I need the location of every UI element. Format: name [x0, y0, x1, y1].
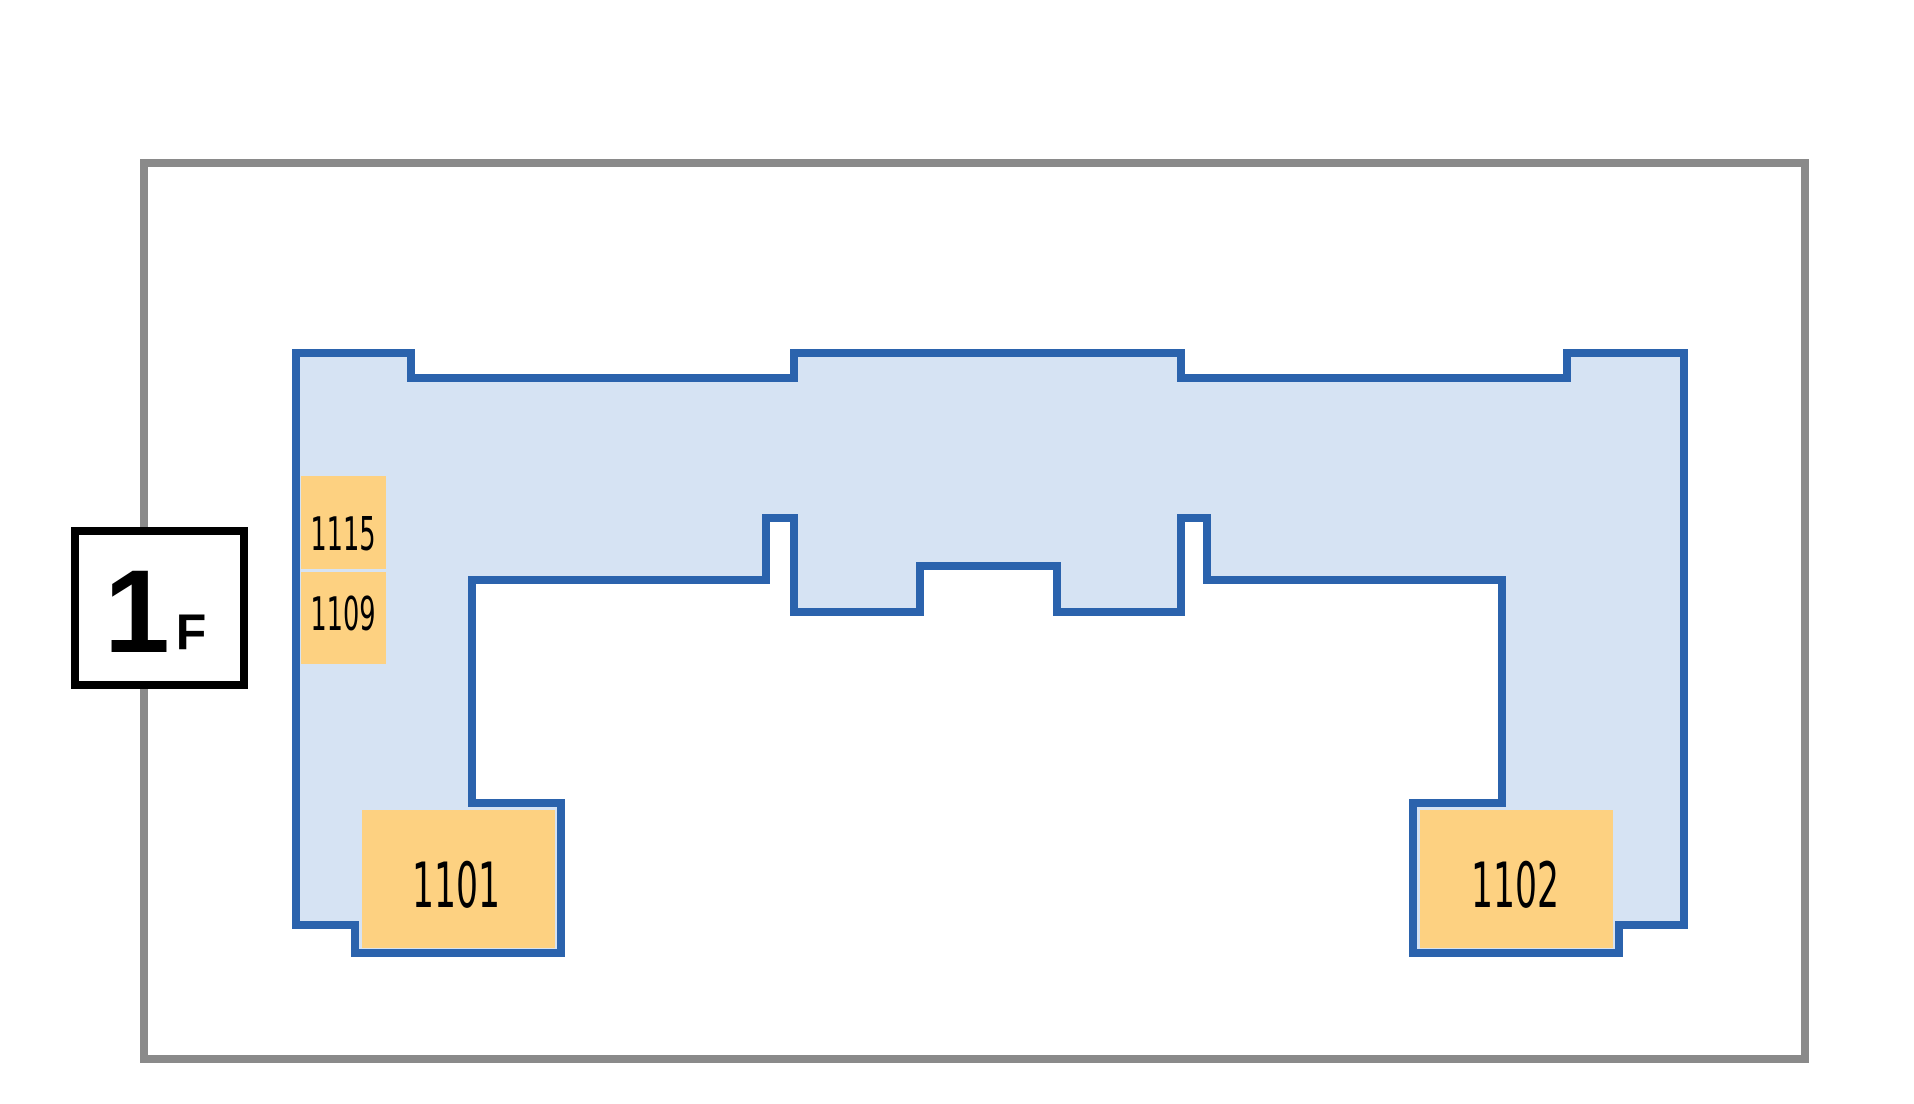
room-1102[interactable]: 1102: [1420, 810, 1613, 948]
floor-number: 1: [104, 546, 170, 678]
room-1101-fill: [362, 810, 555, 948]
floor-badge-box: [71, 527, 248, 689]
building-outline: [292, 349, 1688, 957]
room-1115-fill: [301, 476, 386, 569]
room-1102-label: 1102: [1471, 851, 1559, 923]
room-1101-label: 1101: [412, 851, 500, 923]
floor-suffix: F: [176, 604, 207, 660]
room-1101[interactable]: 1101: [362, 810, 555, 948]
room-1115-label: 1115: [310, 508, 375, 562]
floor-badge: 1 F: [71, 527, 248, 689]
room-1115[interactable]: 1115: [301, 476, 386, 569]
room-1109-fill: [301, 572, 386, 664]
room-1109[interactable]: 1109: [301, 572, 386, 664]
room-1109-label: 1109: [310, 588, 375, 642]
room-1102-fill: [1420, 810, 1613, 948]
